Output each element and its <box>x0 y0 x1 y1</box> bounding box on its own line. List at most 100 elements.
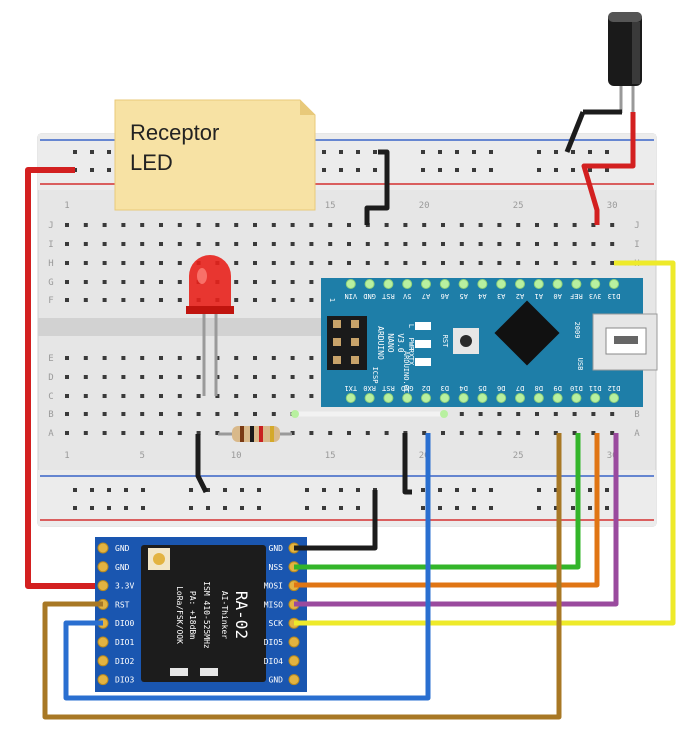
hole <box>65 412 69 416</box>
hole <box>290 394 295 398</box>
rail-hole <box>124 506 128 510</box>
hole <box>196 394 201 398</box>
hole <box>234 242 239 246</box>
hole <box>572 412 577 416</box>
hole <box>83 412 88 416</box>
hole <box>140 394 145 398</box>
hole <box>215 223 220 227</box>
hole <box>65 356 69 360</box>
rail-hole <box>339 150 343 154</box>
rail-hole <box>107 168 111 172</box>
lora-chip-line: AI-Thinker <box>220 591 229 639</box>
lora-left-pin-label: DIO1 <box>115 638 134 647</box>
hole <box>591 242 596 246</box>
nano-top-pin <box>383 279 394 289</box>
lora-left-pin-label: DIO0 <box>115 619 134 628</box>
nano-top-pin-label: VIN <box>344 292 357 300</box>
lora-left-pin-label: GND <box>115 563 130 572</box>
rail-hole <box>356 168 360 172</box>
hole <box>422 261 427 265</box>
nano-bottom-pin-label: D11 <box>589 384 602 392</box>
col-number-top: 15 <box>325 201 336 211</box>
nano-bottom-pin <box>533 393 544 403</box>
hole <box>253 298 257 302</box>
hole <box>309 242 314 246</box>
hole <box>271 261 276 265</box>
nano-top-pin-label: A2 <box>516 292 524 300</box>
nano-bottom-pin-label: D10 <box>570 384 583 392</box>
rail-hole <box>455 168 459 172</box>
rail-hole <box>588 150 592 154</box>
lora-left-pin-label: DIO3 <box>115 676 134 685</box>
hole <box>516 412 521 416</box>
hole <box>253 242 257 246</box>
rail-hole <box>571 488 575 492</box>
nano-small-label: 1 <box>328 298 336 302</box>
rail-hole <box>90 506 94 510</box>
rail-hole <box>421 150 425 154</box>
nano-labels: D133V3REFA0A1A2A3A4A5A6A75VRSTGNDVIND12D… <box>328 292 620 393</box>
lora-right-pin-label: MISO <box>264 600 283 609</box>
hole <box>253 356 257 360</box>
yellow-sck-wire <box>294 260 676 626</box>
hole <box>177 261 182 265</box>
row-letter: I <box>634 240 639 250</box>
lora-right-pin-label: NSS <box>269 563 284 572</box>
rail-hole <box>455 488 459 492</box>
hole <box>140 431 145 435</box>
rail-hole <box>124 488 128 492</box>
hole <box>253 375 257 379</box>
nano-top-pin <box>571 279 582 289</box>
nano-small-label: RST <box>441 335 449 348</box>
nano-bottom-pin <box>590 393 601 403</box>
lora-right-pin-label: DIO4 <box>264 657 283 666</box>
hole <box>441 242 445 246</box>
hole <box>459 223 464 227</box>
nano-small-label: ICSP <box>371 367 379 384</box>
hole <box>121 223 126 227</box>
hole <box>159 394 163 398</box>
nano-bottom-pin <box>552 393 563 403</box>
hole <box>309 431 314 435</box>
nano-top-pin <box>609 279 619 289</box>
rail-hole <box>107 488 111 492</box>
rail-hole <box>90 150 94 154</box>
hole <box>271 298 276 302</box>
rail-hole <box>554 150 558 154</box>
lora-right-pin <box>288 636 300 648</box>
hole <box>365 261 370 265</box>
rail-hole <box>537 150 541 154</box>
nano-bottom-pin-label: D9 <box>553 384 561 392</box>
hole <box>65 375 69 379</box>
nano-top-pin <box>421 279 431 289</box>
red-power-wire <box>25 167 103 589</box>
rail-hole <box>537 506 541 510</box>
hole <box>65 242 69 246</box>
hole <box>121 394 126 398</box>
hole <box>347 261 351 265</box>
lora-ra02-module: GNDGND3.3VRSTDIO0DIO1DIO2DIO3GNDNSSMOSIM… <box>95 537 307 692</box>
hole <box>234 356 239 360</box>
hole <box>384 261 389 265</box>
col-number-bottom: 10 <box>231 451 242 461</box>
hole <box>140 223 145 227</box>
rail-hole <box>489 168 493 172</box>
hole <box>121 375 126 379</box>
lora-chip-line: PA: +18dBm <box>188 591 197 639</box>
rail-hole <box>73 506 77 510</box>
hole <box>572 261 577 265</box>
hole <box>121 431 126 435</box>
hole <box>290 223 295 227</box>
hole <box>384 223 389 227</box>
hole <box>196 412 201 416</box>
hole <box>290 298 295 302</box>
lora-chip-line: RA-02 <box>232 591 251 639</box>
hole <box>328 223 333 227</box>
rail-hole <box>489 506 493 510</box>
black-jumper-top <box>364 149 390 225</box>
rail-hole <box>322 488 326 492</box>
hole <box>403 261 408 265</box>
nano-top-pin-label: A5 <box>459 292 467 300</box>
hole <box>591 431 596 435</box>
nano-top-pin-label: A1 <box>535 292 543 300</box>
